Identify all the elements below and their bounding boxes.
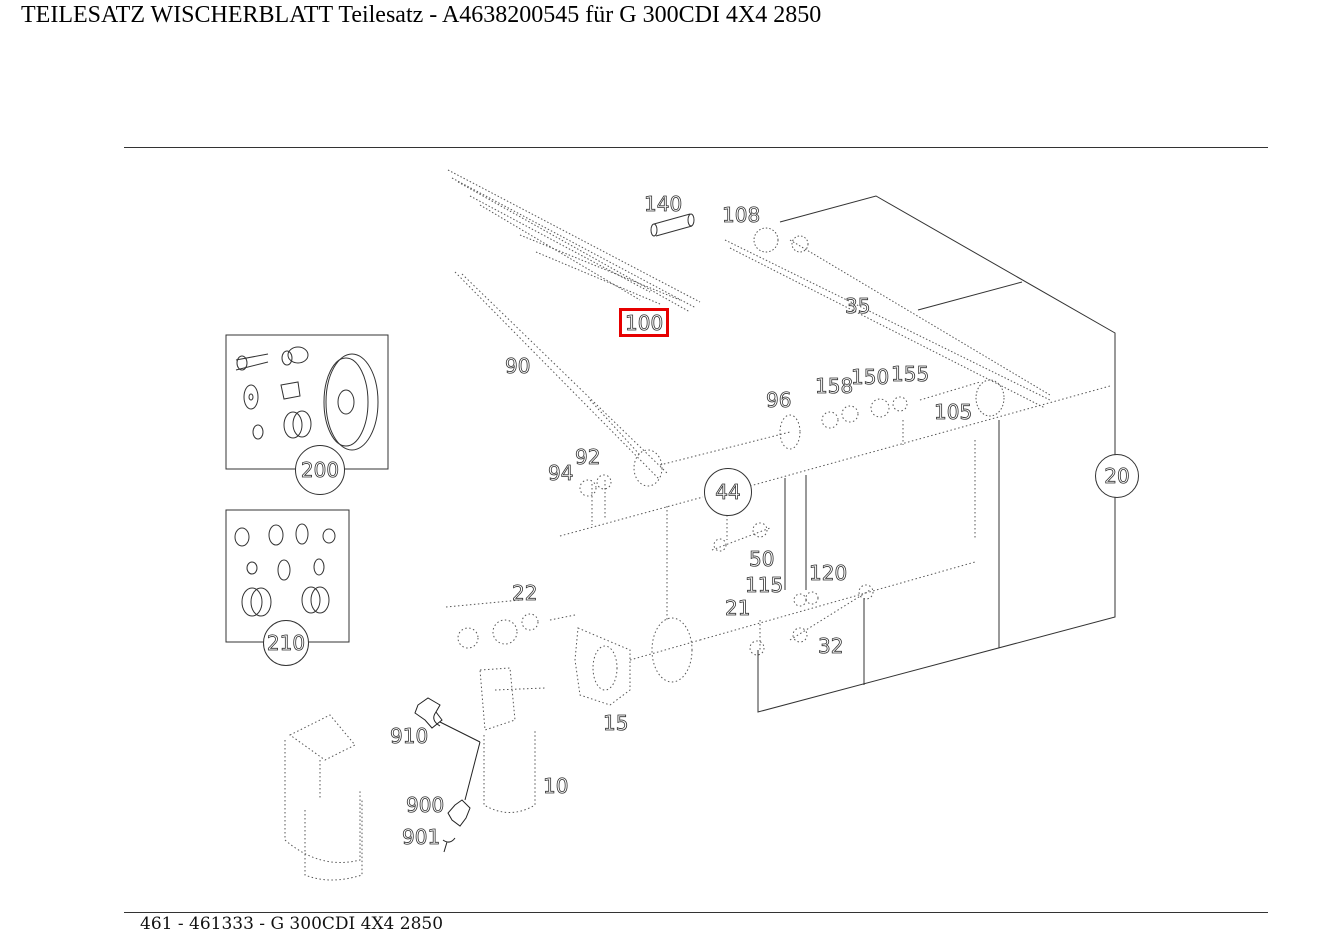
- page-title: TEILESATZ WISCHERBLATT Teilesatz - A4638…: [21, 2, 822, 28]
- part-callout-900[interactable]: 900: [406, 793, 445, 817]
- pin-140-drawing: [650, 213, 695, 237]
- wiper-arm-drawing: [454, 271, 669, 487]
- header-divider: [124, 147, 1268, 148]
- part-callout-94[interactable]: 94: [548, 461, 574, 485]
- part-callout-105[interactable]: 105: [934, 400, 973, 424]
- part-callout-35[interactable]: 35: [845, 294, 871, 318]
- part-callout-15[interactable]: 15: [603, 711, 629, 735]
- wiper-motor-drawing: [445, 599, 701, 706]
- linkage-rod-drawing: [724, 227, 1051, 417]
- part-callout-22[interactable]: 22: [512, 581, 538, 605]
- group-callout-210[interactable]: 210: [263, 620, 309, 666]
- part-callout-115[interactable]: 115: [745, 573, 784, 597]
- part-callout-92[interactable]: 92: [575, 445, 601, 469]
- footer-model-text: 461 - 461333 - G 300CDI 4X4 2850: [140, 914, 444, 934]
- part-callout-21[interactable]: 21: [725, 596, 751, 620]
- hose-fitting-drawing: [414, 697, 481, 853]
- part-callout-910[interactable]: 910: [390, 724, 429, 748]
- part-callout-155[interactable]: 155: [891, 362, 930, 386]
- group-callout-20[interactable]: 20: [1095, 454, 1139, 498]
- part-callout-108[interactable]: 108: [722, 203, 761, 227]
- part-callout-50[interactable]: 50: [749, 547, 775, 571]
- part-callout-901[interactable]: 901: [402, 825, 441, 849]
- part-callout-158[interactable]: 158: [815, 374, 854, 398]
- part-callout-90[interactable]: 90: [505, 354, 531, 378]
- drive-shaft-drawing: [559, 381, 1111, 656]
- washer-reservoir-drawing: [284, 667, 546, 881]
- part-callout-100[interactable]: 100: [619, 308, 670, 337]
- group-callout-200[interactable]: 200: [295, 445, 345, 495]
- part-callout-150[interactable]: 150: [851, 365, 890, 389]
- group-callout-44[interactable]: 44: [704, 468, 752, 516]
- group-20-lines: [757, 195, 1116, 713]
- part-callout-140[interactable]: 140: [644, 192, 683, 216]
- footer-divider: [124, 912, 1268, 913]
- part-callout-32[interactable]: 32: [818, 634, 844, 658]
- part-callout-96[interactable]: 96: [766, 388, 792, 412]
- part-callout-10[interactable]: 10: [543, 774, 569, 798]
- wiper-blade-drawing: [447, 169, 701, 313]
- part-callout-120[interactable]: 120: [809, 561, 848, 585]
